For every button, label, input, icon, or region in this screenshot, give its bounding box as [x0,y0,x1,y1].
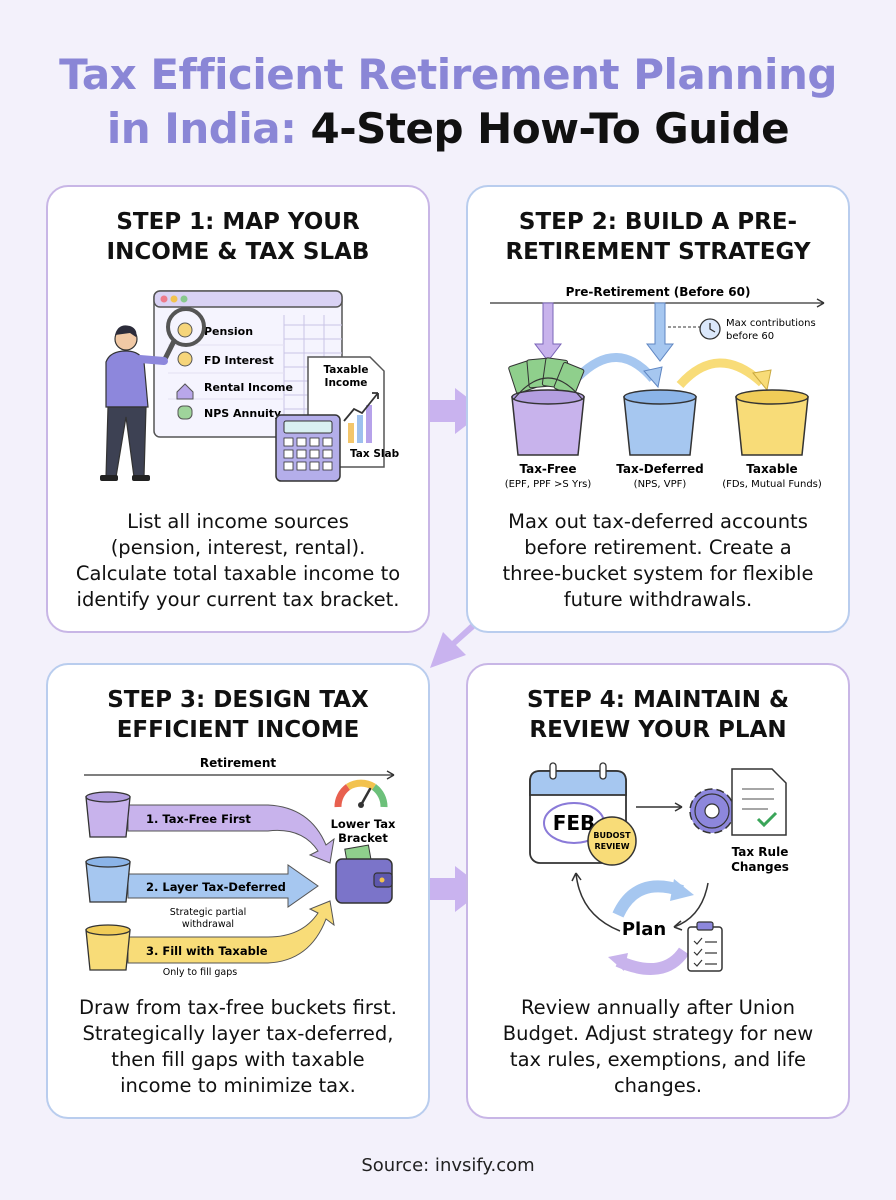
tax-gauge-icon [334,779,388,808]
wallet-icon [335,844,393,904]
person-illustration [100,325,168,481]
svg-text:BUDOST: BUDOST [593,831,631,840]
step4-heading: STEP 4: MAINTAIN &REVIEW YOUR PLAN [526,687,790,743]
lower-tax-bracket-label: Lower Tax [331,817,396,831]
step4-illustration: FEB BUDOST REVIEW Tax Rule Changes [529,762,789,975]
svg-text:before 60: before 60 [726,331,774,342]
flow-label-layer-tax-deferred: 2. Layer Tax-Deferred [146,880,286,894]
page-title: Tax Efficient Retirement Planning in Ind… [0,48,896,156]
svg-text:(FDs, Mutual Funds): (FDs, Mutual Funds) [722,479,822,490]
bucket-tax-deferred [623,389,697,456]
step2-description: Max out tax-deferred accounts before ret… [502,510,814,611]
svg-text:Strategic partial: Strategic partial [170,907,247,918]
step1-description: List all income sources (pension, intere… [75,510,401,611]
svg-text:Only to fill gaps: Only to fill gaps [163,967,238,978]
flow-label-fill-with-taxable: 3. Fill with Taxable [146,944,268,958]
svg-text:Taxable: Taxable [324,364,369,376]
small-bucket-taxable [85,924,131,971]
row-rental-income: Rental Income [204,381,293,394]
step3-illustration: Retirement 1. Tax-Free First 2. Layer Ta… [84,756,396,978]
retirement-timeline-label: Retirement [200,756,276,770]
step2-heading: STEP 2: BUILD A PRE-RETIREMENT STRATEGY [505,209,811,265]
pre-retirement-timeline-label: Pre-Retirement (Before 60) [566,285,751,299]
row-nps-annuity: NPS Annuity [204,407,281,420]
row-fd-interest: FD Interest [204,354,274,367]
title-line-2a: in India: [106,104,311,153]
flow-label-tax-free-first: 1. Tax-Free First [146,812,251,826]
source-footer: Source: invsify.com [361,1155,535,1176]
bucket-taxable [735,389,809,456]
bucket-tax-free [511,377,585,456]
cash-icon [508,357,585,396]
title-line-2b: 4-Step How-To Guide [310,104,790,153]
svg-text:withdrawal: withdrawal [182,919,234,930]
svg-text:Income: Income [325,377,368,389]
plan-label: Plan [622,919,666,940]
step3-description: Draw from tax-free buckets first. Strate… [79,996,397,1097]
small-bucket-tax-deferred [85,856,131,903]
step4-description: Review annually after Union Budget. Adju… [502,996,814,1097]
clipboard-icon [687,921,723,972]
svg-text:Changes: Changes [731,860,789,874]
step2-illustration: Pre-Retirement (Before 60) Max contribut… [490,285,825,490]
svg-text:Max contributions: Max contributions [726,318,816,329]
step2-card: STEP 2: BUILD A PRE-RETIREMENT STRATEGY … [466,185,850,633]
house-icon [176,383,194,400]
svg-text:Bracket: Bracket [338,831,388,845]
row-pension: Pension [204,325,253,338]
step1-illustration: Pension FD Interest Rental Income NPS An… [100,290,400,482]
arrow-step2-to-step3 [430,617,482,668]
calendar-month: FEB [553,811,596,835]
document-check-icon [731,768,787,836]
tax-slab-label: Tax Slab [350,448,400,460]
svg-text:REVIEW: REVIEW [594,842,629,851]
tax-rule-changes-label: Tax Rule [732,845,789,859]
small-bucket-tax-free [85,791,131,838]
budget-review-badge [587,816,637,866]
fd-interest-icon [177,351,193,367]
svg-text:(NPS, VPF): (NPS, VPF) [634,479,687,490]
gear-icon [689,788,735,834]
bucket-label-taxable: Taxable [746,462,797,476]
svg-text:(EPF, PPF >S Yrs): (EPF, PPF >S Yrs) [505,479,592,490]
bucket-label-tax-deferred: Tax-Deferred [616,462,703,476]
magnifier-icon [166,307,206,347]
money-bag-icon [177,405,193,420]
bucket-label-tax-free: Tax-Free [519,462,576,476]
title-line-1: Tax Efficient Retirement Planning [59,50,837,99]
calculator-icon [275,414,341,482]
pension-icon [177,322,193,338]
step4-card: STEP 4: MAINTAIN &REVIEW YOUR PLAN FEB B… [466,663,850,1119]
